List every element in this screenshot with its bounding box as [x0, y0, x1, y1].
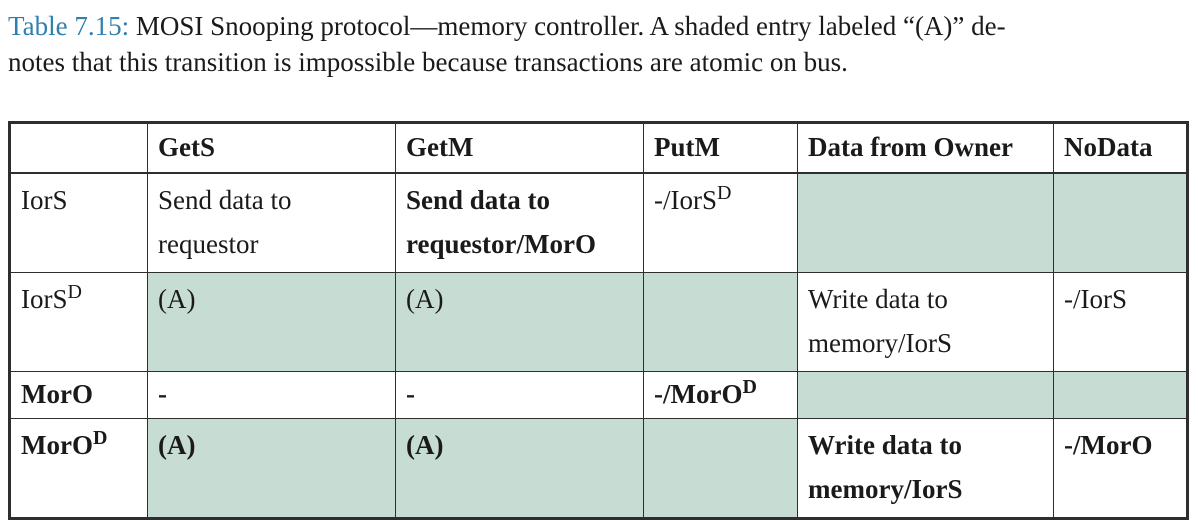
header-nodata: NoData	[1053, 122, 1188, 174]
cell-morod-nodata: -/MorO	[1053, 418, 1188, 519]
state-text: MorO	[21, 430, 93, 460]
table-row: IorS Send data to requestor Send data to r…	[9, 172, 1188, 273]
header-corner	[9, 122, 148, 174]
header-data-from-owner: Data from Owner	[797, 122, 1054, 174]
caption-text-line2: notes that this transition is impossible…	[8, 47, 848, 77]
cell-morod-gets: (A)	[147, 418, 396, 519]
cell-text: requestor/MorO	[406, 229, 596, 259]
cell-text: Write data to	[808, 284, 948, 314]
cell-text: memory/IorS	[808, 328, 952, 358]
cell-moro-nodata	[1053, 371, 1188, 419]
state-moro-d: MorOD	[9, 418, 148, 519]
cell-morod-putm	[643, 418, 798, 519]
cell-text: -/IorS	[654, 185, 717, 215]
cell-moro-putm: -/MorOD	[643, 371, 798, 419]
cell-text: -/MorO	[654, 379, 743, 409]
cell-iorsd-getm: (A)	[395, 272, 644, 372]
table-caption: Table 7.15: MOSI Snooping protocol—memor…	[8, 8, 1188, 80]
header-putm: PutM	[643, 122, 798, 174]
cell-moro-gets: -	[147, 371, 396, 419]
table-row: MorO - - -/MorOD	[9, 371, 1188, 419]
cell-text: Send data to	[158, 185, 292, 215]
cell-morod-data-from-owner: Write data to memory/IorS	[797, 418, 1054, 519]
cell-text: Send data to	[406, 185, 551, 215]
cell-iorsd-putm	[643, 272, 798, 372]
cell-morod-getm: (A)	[395, 418, 644, 519]
header-row: GetS GetM PutM Data from Owner NoData	[9, 122, 1188, 174]
state-iors: IorS	[9, 172, 148, 273]
superscript-d: D	[742, 376, 757, 398]
state-text: IorS	[21, 284, 68, 314]
cell-iorsd-data-from-owner: Write data to memory/IorS	[797, 272, 1054, 372]
cell-iorsd-gets: (A)	[147, 272, 396, 372]
caption-label: Table 7.15:	[8, 11, 130, 41]
cell-iorsd-nodata: -/IorS	[1053, 272, 1188, 372]
cell-moro-data-from-owner	[797, 371, 1054, 419]
state-moro: MorO	[9, 371, 148, 419]
cell-iors-getm: Send data to requestor/MorO	[395, 172, 644, 273]
table-row: IorSD (A) (A) Write data to memory/IorS -…	[9, 272, 1188, 372]
cell-text: memory/IorS	[808, 474, 963, 504]
table-row: MorOD (A) (A) Write data to memory/IorS -…	[9, 418, 1188, 519]
cell-text: requestor	[158, 229, 259, 259]
header-gets: GetS	[147, 122, 396, 174]
mosi-memory-controller-table: GetS GetM PutM Data from Owner NoData Io…	[8, 121, 1189, 520]
state-iors-d: IorSD	[9, 272, 148, 372]
superscript-d: D	[717, 182, 732, 204]
cell-iors-nodata	[1053, 172, 1188, 273]
caption-text-line1: MOSI Snooping protocol—memory controller…	[135, 11, 1006, 41]
cell-text: Write data to	[808, 430, 962, 460]
cell-iors-putm: -/IorSD	[643, 172, 798, 273]
cell-iors-data-from-owner	[797, 172, 1054, 273]
header-getm: GetM	[395, 122, 644, 174]
cell-moro-getm: -	[395, 371, 644, 419]
cell-iors-gets: Send data to requestor	[147, 172, 396, 273]
superscript-d: D	[67, 281, 82, 303]
superscript-d: D	[92, 427, 108, 449]
